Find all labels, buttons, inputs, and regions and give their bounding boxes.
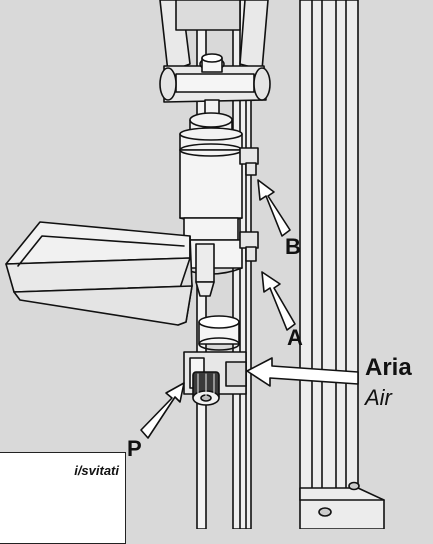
- cylinder-cap: [179, 99, 243, 151]
- callout-label-p: P: [127, 436, 142, 461]
- column-base: [299, 481, 385, 530]
- diagram-drawing: [5, 0, 385, 530]
- top-bracket: [159, 0, 271, 103]
- callout-label-b: B: [285, 234, 301, 259]
- pressure-gauge: [198, 315, 240, 351]
- arrow-air: [246, 357, 359, 387]
- regulator-knob: [192, 371, 220, 406]
- callout-label-air: Air: [365, 385, 392, 410]
- tray: [5, 221, 193, 326]
- callout-label-aria: Aria: [365, 354, 412, 381]
- note-box: i/svitati: [0, 452, 126, 544]
- arrow-b: [257, 179, 291, 237]
- screw-a: [239, 231, 259, 262]
- arrow-p: [140, 382, 185, 439]
- technical-diagram: B A P Aria Air i/svitati: [0, 0, 412, 544]
- right-column: [299, 0, 359, 501]
- note-text: i/svitati: [74, 463, 119, 478]
- lower-clamp: [195, 243, 215, 297]
- arrow-a: [261, 271, 296, 331]
- callout-label-a: A: [287, 325, 303, 350]
- screw-b: [239, 147, 259, 176]
